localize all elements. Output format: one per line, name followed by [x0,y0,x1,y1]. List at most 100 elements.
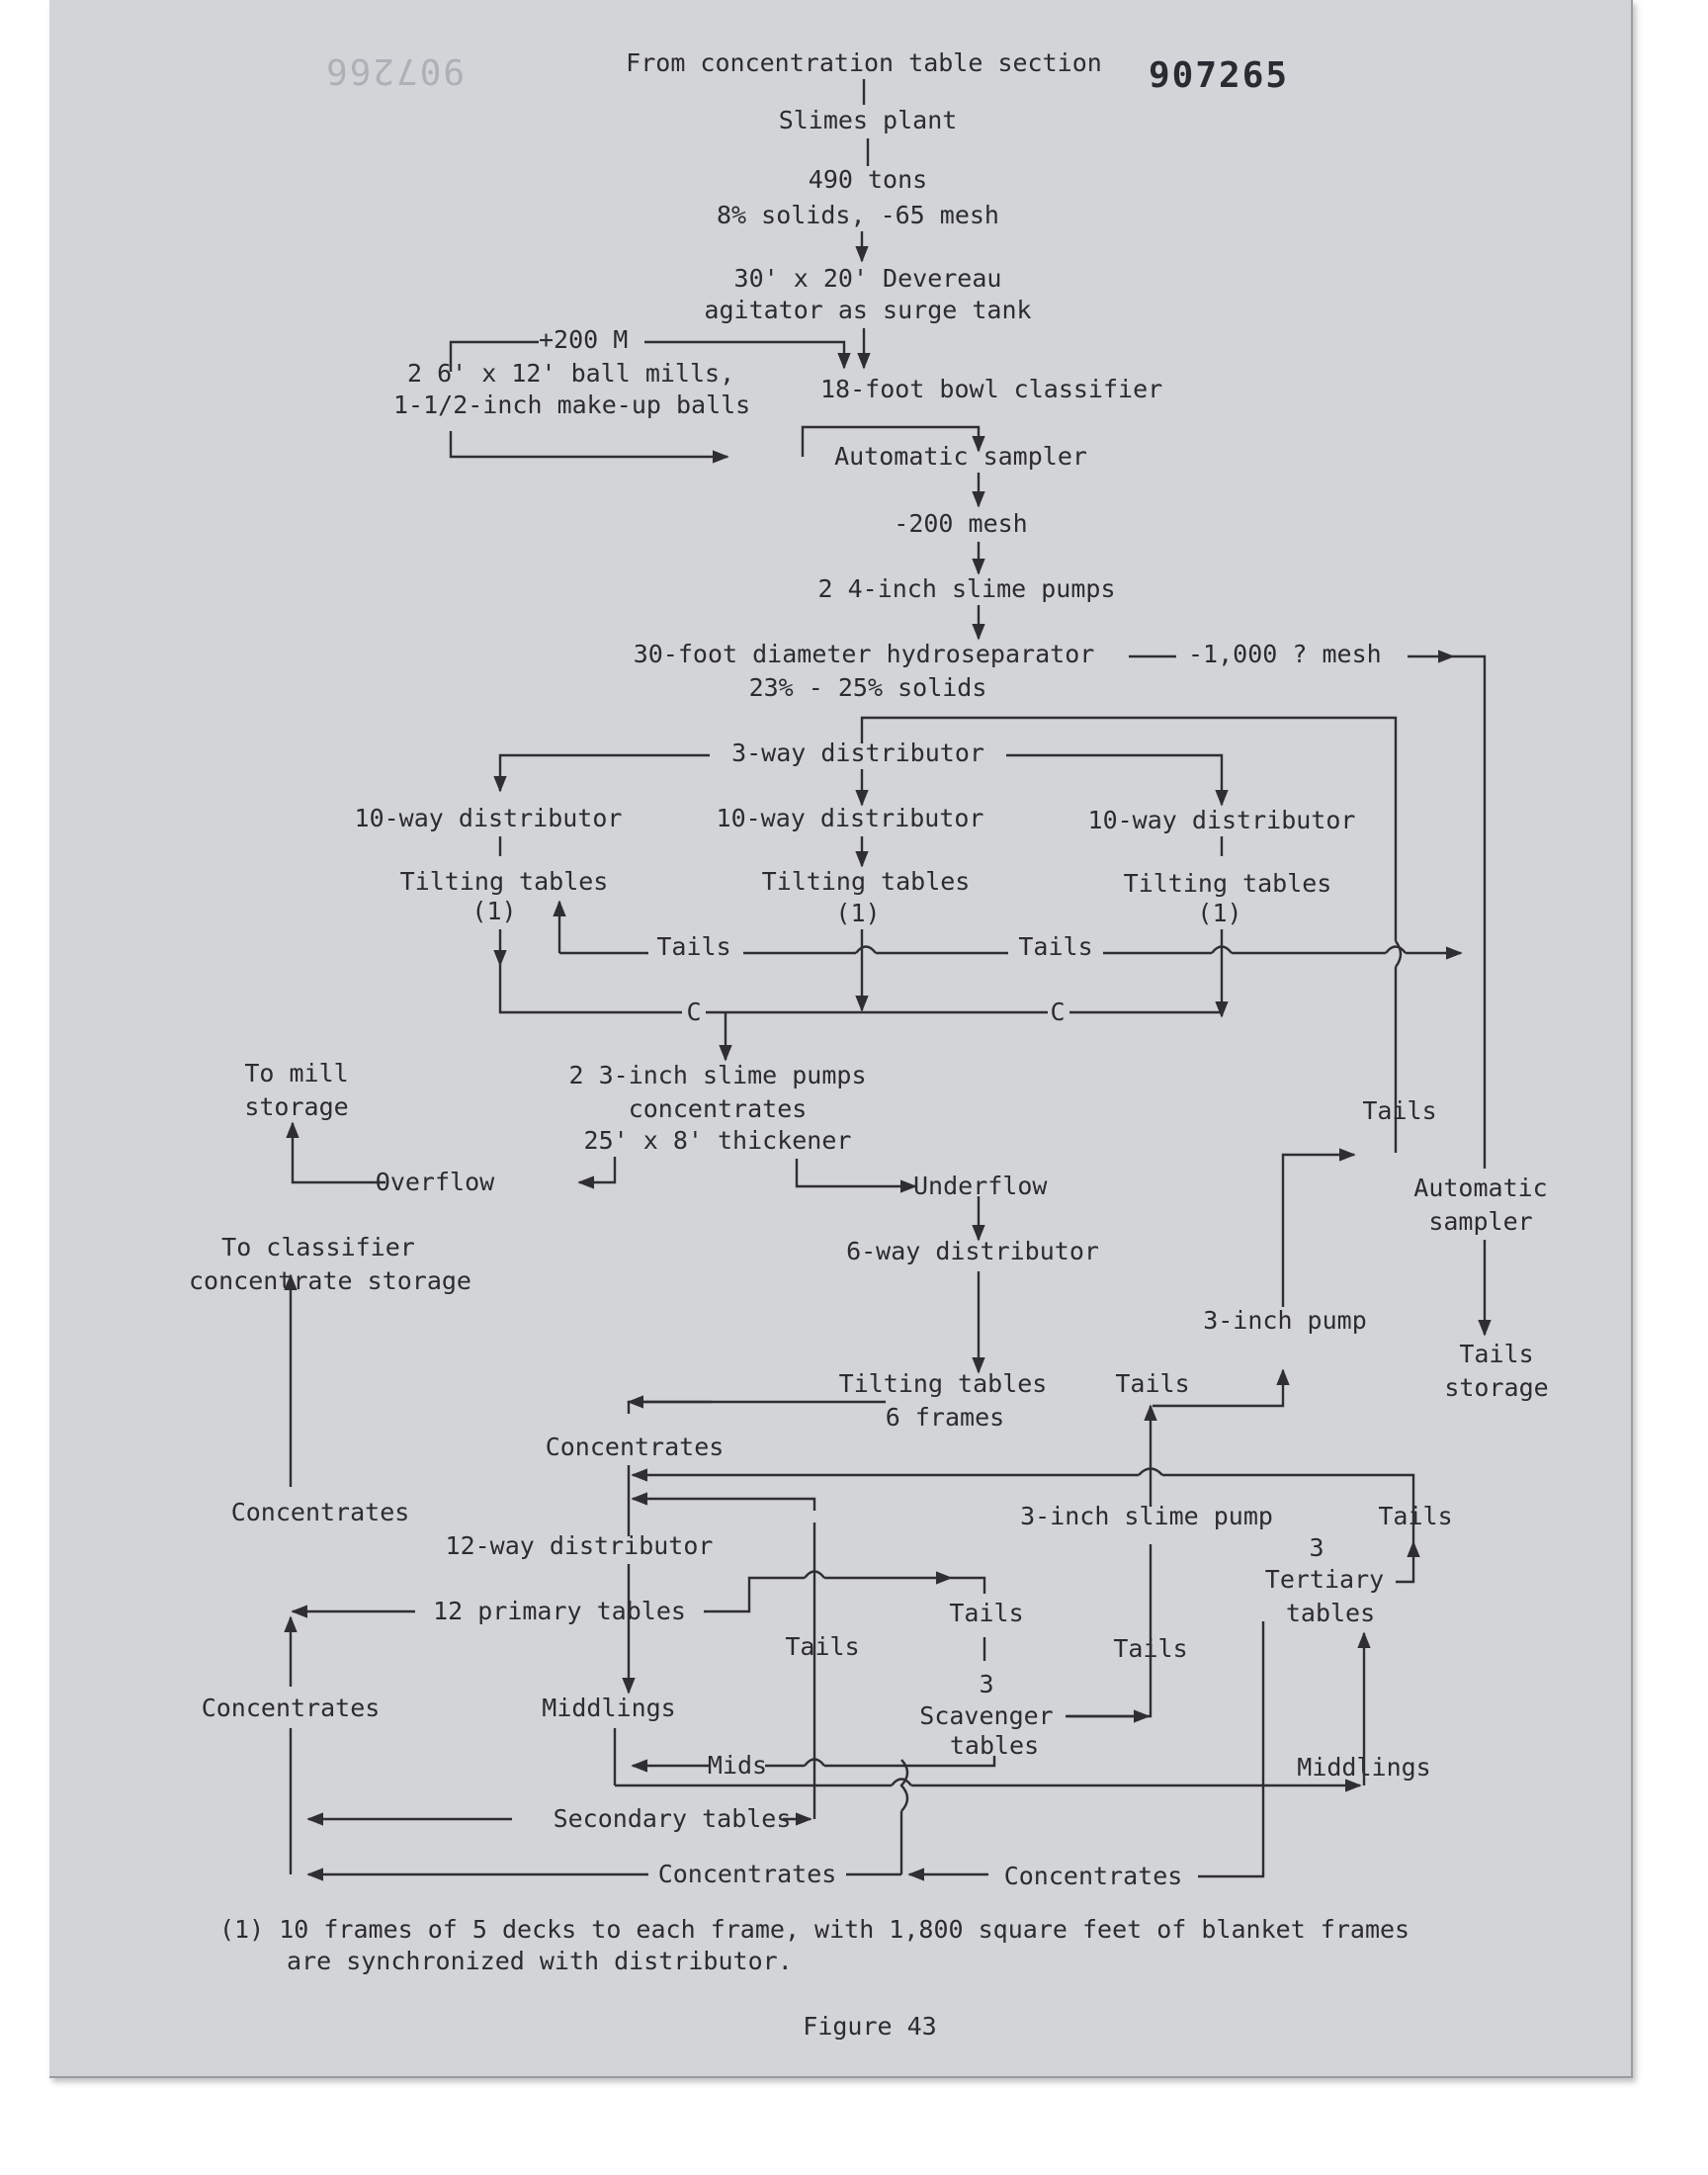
concentrates-label-bottom-left: Concentrates [202,1694,381,1722]
ten-way-distributor-center: 10-way distributor [717,804,984,832]
bowl-classifier-label: 18-foot bowl classifier [820,375,1162,403]
hydroseparator-label: 30-foot diameter hydroseparator [634,640,1095,668]
ball-mills-label-line2: 1-1/2-inch make-up balls [393,391,750,419]
tails-label-primary: Tails [785,1632,859,1661]
to-classifier-label-line1: To classifier [221,1233,415,1262]
conc-line-left [498,965,682,1014]
tilting-tables-right: Tilting tables [1124,869,1332,898]
pump-3inch-label: 3-inch pump [1203,1306,1367,1335]
footnote-line1: (1) 10 frames of 5 decks to each frame, … [219,1915,1409,1944]
note-ref-right: (1) [1197,899,1241,927]
tons-label: 490 tons [809,165,927,194]
concentrates-sub-label: concentrates [629,1094,808,1123]
tails-storage-label-line1: Tails [1459,1340,1533,1368]
note-ref-left: (1) [471,897,516,925]
tilting-tables-6-label: Tilting tables [839,1369,1048,1398]
scavenger-feed [951,1576,986,1594]
automatic-sampler-right-line1: Automatic [1413,1174,1547,1202]
line-crossover [899,1759,909,1812]
tilting-concentrates-line [627,1400,886,1414]
tails-label-right: Tails [1018,932,1092,961]
to-mill-label-line1: To mill [244,1059,348,1088]
ball-mills-discharge-line [449,431,729,464]
tilting-tables-left: Tilting tables [400,867,609,896]
mesh1000-label: -1,000 ? mesh [1188,640,1382,668]
agitator-label-line2: agitator as surge tank [704,296,1031,324]
scavenger-label: Scavenger [919,1701,1053,1730]
tails-label-right-column: Tails [1362,1096,1436,1125]
line-crossover [1138,1467,1163,1476]
tertiary-label: Tertiary [1265,1565,1384,1594]
tertiary-tails-line [1396,1540,1420,1584]
concentrates-label-bottom-center: Concentrates [658,1860,837,1888]
tails-return-line [860,716,1398,941]
classifier-overflow-line [801,425,985,457]
c-label-left: C [686,998,701,1026]
agitator-label-line1: 30' x 20' Devereau [734,264,1002,293]
plus200-arrow [644,340,851,370]
three-way-distributor-label: 3-way distributor [731,739,984,767]
to-mill-label-line2: storage [244,1092,348,1121]
tails-storage-label-line2: storage [1444,1373,1548,1402]
underflow-line [795,1159,917,1193]
three-label-scavenger: 3 [979,1670,993,1698]
ten-way-distributor-right: 10-way distributor [1088,806,1356,834]
twelve-way-distributor-label: 12-way distributor [446,1531,714,1560]
distributor-branch-right [1006,753,1229,807]
overflow-to-mill [286,1121,385,1184]
tails-label-tertiary: Tails [1378,1502,1452,1530]
slimes-plant-label: Slimes plant [779,106,958,134]
line-crossover [1395,940,1403,968]
six-way-distributor-label: 6-way distributor [846,1237,1099,1265]
tertiary-tables-label: tables [1286,1599,1375,1627]
document-page [49,0,1633,2078]
mids-label: Mids [708,1751,767,1780]
automatic-sampler-right-line2: sampler [1428,1207,1532,1236]
minus200-label: -200 mesh [894,509,1027,538]
primary-tables-label: 12 primary tables [433,1597,686,1625]
primary-tails-line [704,1576,805,1613]
ten-way-distributor-left: 10-way distributor [355,804,623,832]
mesh1000-line-to-sampler [1453,654,1487,1169]
concentrates-label-left: Concentrates [231,1498,410,1526]
concentrates-label-center: Concentrates [546,1433,725,1461]
tails-label-scavenger: Tails [949,1599,1023,1627]
tertiary-conc-line [1198,1621,1265,1878]
from-concentration-label: From concentration table section [626,48,1102,77]
overflow-label: Overflow [376,1168,495,1196]
automatic-sampler-label: Automatic sampler [834,442,1087,471]
concentrates-label-bottom-right: Concentrates [1004,1862,1183,1890]
solids-23-label: 23% - 25% solids [749,673,987,702]
scavenger-tables-label: tables [950,1731,1039,1760]
solids-mesh-label: 8% solids, -65 mesh [717,201,999,229]
slime-pump-3inch-label: 3-inch slime pump [1020,1502,1273,1530]
tilting-tables-center: Tilting tables [762,867,971,896]
stamp-number: 907265 [1149,55,1289,96]
distributor-branch-left [493,753,710,793]
ball-mills-label-line1: 2 6' x 12' ball mills, [407,359,734,388]
plus200-return-line [449,340,539,372]
tertiary-tails-return [1162,1473,1415,1542]
tails-pump-line [1281,1148,1356,1307]
three-label-tertiary: 3 [1309,1533,1324,1562]
slime-pumps-4inch-label: 2 4-inch slime pumps [817,574,1115,603]
to-classifier-label-line2: concentrate storage [189,1266,471,1295]
tails-to-pump-line [1153,1368,1290,1408]
scavenger-conc-return [631,1492,816,1511]
thickener-label: 25' x 8' thickener [584,1126,852,1155]
line-crossover [804,1758,825,1767]
figure-label: Figure 43 [803,2012,936,2041]
secondary-tables-label: Secondary tables [554,1804,792,1833]
overflow-line [577,1157,617,1189]
tails-label-left: Tails [656,932,730,961]
middlings-label-left: Middlings [542,1694,675,1722]
line-crossover [891,1778,912,1786]
footnote-line2: are synchronized with distributor. [287,1947,793,1975]
note-ref-center: (1) [835,899,880,927]
six-frames-label: 6 frames [886,1403,1004,1432]
mids-line-right [824,1756,996,1768]
plus200-label: +200 M [539,325,628,354]
c-label-right: C [1050,998,1065,1026]
ghost-stamp-number: 907266 [324,50,465,91]
